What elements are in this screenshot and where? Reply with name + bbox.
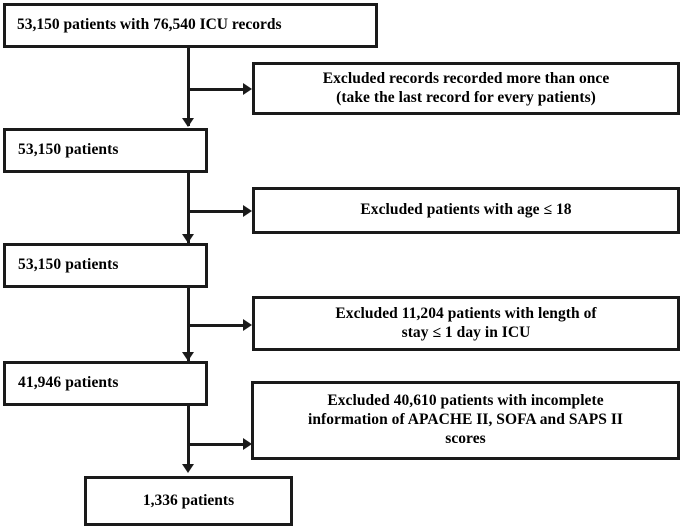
exclusion-4-line-1: Excluded 40,610 patients with incomplete [327, 392, 604, 410]
arrow-right-to-exclusion-4 [243, 438, 252, 450]
exclusion-3-line-1: Excluded 11,204 patients with length of [335, 304, 597, 322]
arrow-down-to-node-5 [182, 464, 194, 473]
node-after-stay-filter-label: 41,946 patients [18, 374, 119, 392]
node-exclusion-incomplete-scores-label: Excluded 40,610 patients with incomplete… [264, 392, 667, 449]
connector-spine-2 [187, 173, 190, 243]
node-exclusion-incomplete-scores: Excluded 40,610 patients with incomplete… [251, 381, 680, 460]
node-exclusion-age-label: Excluded patients with age ≤ 18 [360, 201, 572, 219]
arrow-right-to-exclusion-2 [243, 205, 252, 217]
connector-branch-1 [187, 88, 245, 91]
node-exclusion-short-stay: Excluded 11,204 patients with length of … [252, 296, 680, 351]
node-after-dedup: 53,150 patients [3, 128, 208, 173]
node-after-stay-filter: 41,946 patients [3, 361, 208, 406]
node-total-cohort-label: 53,150 patients with 76,540 ICU records [17, 16, 282, 34]
exclusion-1-line-1: Excluded records recorded more than once [322, 69, 610, 87]
node-after-age-filter: 53,150 patients [3, 243, 208, 288]
node-final-cohort-label: 1,336 patients [142, 491, 235, 509]
node-exclusion-short-stay-label: Excluded 11,204 patients with length of … [265, 305, 667, 343]
node-exclusion-age: Excluded patients with age ≤ 18 [252, 187, 680, 234]
exclusion-1-line-2: (take the last record for every patients… [336, 88, 596, 106]
connector-branch-3 [187, 324, 245, 327]
node-after-age-filter-label: 53,150 patients [18, 256, 119, 274]
node-exclusion-duplicate-records-label: Excluded records recorded more than once… [265, 70, 667, 108]
connector-branch-2 [187, 210, 245, 213]
exclusion-4-line-2: information of APACHE II, SOFA and SAPS … [307, 411, 624, 429]
arrow-down-to-node-4 [182, 352, 194, 361]
arrow-down-to-node-3 [182, 234, 194, 243]
node-final-cohort: 1,336 patients [84, 476, 293, 526]
arrow-down-to-node-2 [182, 118, 194, 127]
exclusion-4-line-3: scores [445, 429, 486, 447]
connector-spine-4 [187, 406, 190, 470]
exclusion-3-line-2: stay ≤ 1 day in ICU [401, 323, 531, 341]
connector-branch-4 [187, 443, 245, 446]
arrow-right-to-exclusion-3 [243, 319, 252, 331]
arrow-right-to-exclusion-1 [243, 83, 252, 95]
node-after-dedup-label: 53,150 patients [18, 141, 119, 159]
connector-spine-1 [187, 48, 190, 126]
node-exclusion-duplicate-records: Excluded records recorded more than once… [252, 62, 680, 115]
node-total-cohort: 53,150 patients with 76,540 ICU records [3, 3, 378, 48]
